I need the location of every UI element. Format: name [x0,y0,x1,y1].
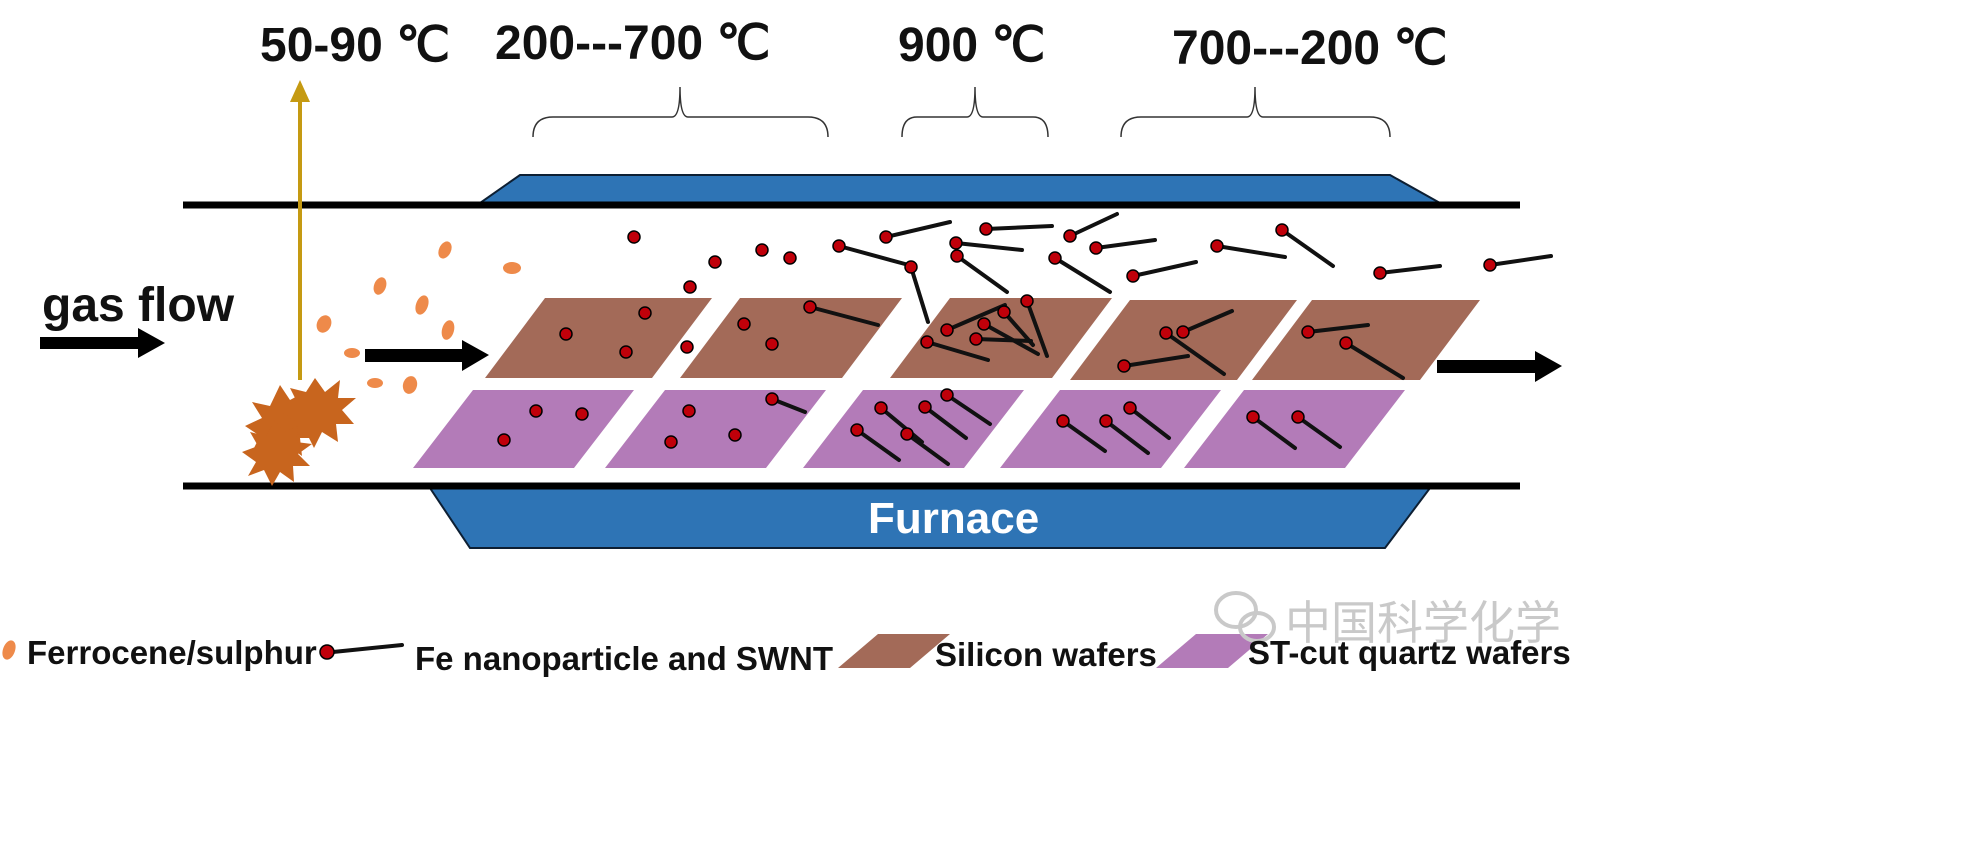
quartz-wafer [1184,390,1405,468]
quartz-wafer [803,390,1024,468]
fe-nanoparticles [497,222,1497,449]
wechat-icon [1214,591,1276,643]
silicon-wafers [485,298,1480,380]
gas-flow-arrow-outlet [1437,351,1562,382]
gas-flow-label: gas flow [42,279,235,332]
temp-growth-zone: 900 ℃ [898,19,1046,72]
legend-quartz-symbol [1156,634,1268,668]
temp-heating-zone: 200---700 ℃ [495,17,771,70]
ferrocene-source [242,378,356,486]
furnace-top [476,174,1444,204]
furnace-label: Furnace [868,494,1040,543]
temp-evaporation: 50-90 ℃ [260,19,451,72]
legend-silicon-label: Silicon wafers [935,636,1157,673]
legend-ferrocene-symbol [2,640,16,660]
brace-cooling-zone [1120,86,1391,138]
brace-growth-zone [901,86,1049,138]
vapor-arrow-head [290,80,310,102]
silicon-wafer [485,298,712,378]
quartz-wafer [413,390,634,468]
legend-ferrocene-label: Ferrocene/sulphur [27,634,317,671]
gas-flow-arrow-inlet [40,328,165,358]
silicon-wafer [1252,300,1480,380]
legend-nanoparticle-label: Fe nanoparticle and SWNT [415,640,834,677]
temp-cooling-zone: 700---200 ℃ [1172,22,1448,75]
quartz-wafer [1000,390,1221,468]
legend-silicon-symbol [838,634,950,668]
silicon-wafer [680,298,902,378]
gas-flow-arrow-mid [365,340,489,371]
quartz-wafer [605,390,826,468]
brace-heating-zone [532,86,829,138]
legend-quartz-label: ST-cut quartz wafers [1248,634,1571,671]
swnt-tubes [770,212,1553,466]
legend-nanoparticle-symbol [319,643,404,660]
watermark-text: 中国科学化学 [1285,597,1561,649]
ferrocene-droplets [316,241,521,394]
